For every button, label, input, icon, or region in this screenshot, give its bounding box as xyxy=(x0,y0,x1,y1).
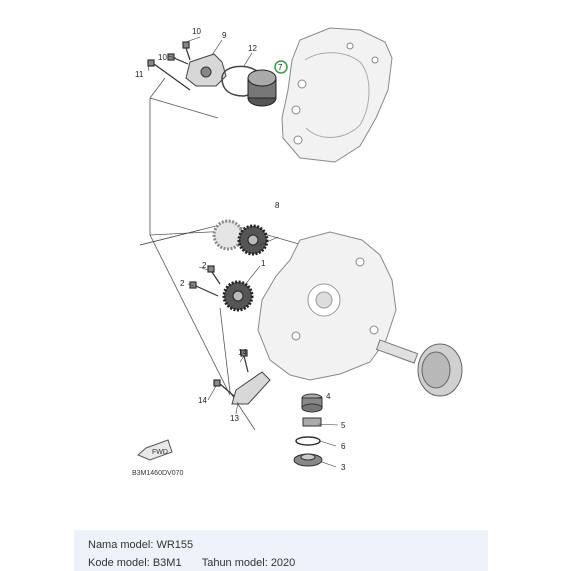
model-name-value: WR155 xyxy=(156,539,194,551)
part-label-2b: 2 xyxy=(180,279,185,288)
part-label-3: 3 xyxy=(341,463,346,472)
part-label-2a: 2 xyxy=(202,261,207,270)
model-name-row: Nama model: WR155 xyxy=(88,539,193,551)
model-year-label: Tahun model: xyxy=(201,557,268,569)
part-label-10b: 10 xyxy=(158,53,167,62)
part-label-1: 1 xyxy=(261,259,266,268)
bolts-mid xyxy=(189,265,221,297)
crankcase-cover-upper xyxy=(281,27,393,163)
part-label-12: 12 xyxy=(248,44,257,53)
part-label-4: 4 xyxy=(326,392,331,401)
part-label-11: 11 xyxy=(135,70,144,79)
model-code-label: Kode model: xyxy=(88,557,150,569)
callout-lines xyxy=(147,36,339,468)
crankcase-lower xyxy=(257,231,397,381)
fwd-arrow-icon: FWD xyxy=(137,439,173,461)
part-label-5: 5 xyxy=(341,421,346,430)
oil-pump-cover xyxy=(185,53,227,87)
gear-driven xyxy=(212,219,269,256)
model-year-value: 2020 xyxy=(270,557,296,569)
part-label-10a: 10 xyxy=(192,27,201,36)
bolts-lower xyxy=(213,349,249,397)
crankshaft-flywheel xyxy=(375,339,463,397)
bolts-upper xyxy=(147,41,191,91)
part-label-7-highlight: 7 xyxy=(274,60,288,74)
part-label-8: 8 xyxy=(275,201,280,210)
model-info-panel: Nama model: WR155 Kode model: B3M1 Tahun… xyxy=(74,530,488,571)
model-code-row: Kode model: B3M1 Tahun model: 2020 xyxy=(88,557,295,569)
part-label-14a: 14 xyxy=(238,348,247,357)
chain-guide xyxy=(231,371,271,405)
model-code-value: B3M1 xyxy=(152,557,182,569)
model-name-label: Nama model: xyxy=(88,539,154,551)
diagram-code: B3M1460DV070 xyxy=(132,470,183,477)
part-label-13: 13 xyxy=(230,414,239,423)
parts-diagram: FWD 10 10 11 9 12 7 8 1 2 2 14 14 13 4 5… xyxy=(132,27,463,477)
fwd-arrow-text: FWD xyxy=(152,449,168,456)
part-stack xyxy=(293,393,323,467)
gear-drive xyxy=(222,280,254,312)
part-label-7: 7 xyxy=(278,63,283,72)
part-label-14b: 14 xyxy=(198,396,207,405)
part-label-9: 9 xyxy=(222,31,227,40)
part-label-6: 6 xyxy=(341,442,346,451)
oil-filter xyxy=(247,69,277,107)
